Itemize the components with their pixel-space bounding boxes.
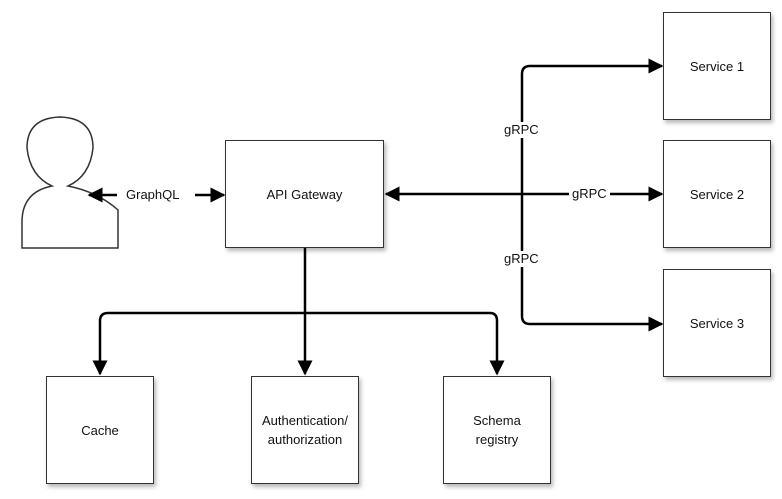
service-2-label: Service 2 <box>689 186 745 202</box>
service-3-label: Service 3 <box>689 315 745 331</box>
grpc-label-service1: gRPC <box>501 122 542 138</box>
api-gateway-box: API Gateway <box>225 140 384 248</box>
schema-registry-box: Schema registry <box>443 376 551 484</box>
graphql-label: GraphQL <box>123 187 183 203</box>
schema-label-line2: registry <box>475 432 519 447</box>
schema-label-line1: Schema <box>473 413 521 428</box>
service-3-box: Service 3 <box>663 269 771 377</box>
cache-connector <box>92 311 305 376</box>
service-2-box: Service 2 <box>663 140 771 248</box>
cache-label: Cache <box>81 422 119 438</box>
service1-connector <box>520 58 664 194</box>
service3-connector <box>520 194 664 332</box>
grpc-label-service3: gRPC <box>501 251 542 267</box>
auth-label-line2: authorization <box>267 432 343 447</box>
auth-box: Authentication/ authorization <box>251 376 359 484</box>
grpc-label-service2: gRPC <box>569 186 610 202</box>
auth-label-line1: Authentication/ <box>261 413 348 428</box>
api-gateway-label: API Gateway <box>266 186 343 202</box>
service-1-label: Service 1 <box>689 58 745 74</box>
service-1-box: Service 1 <box>663 12 771 120</box>
user-icon <box>21 116 119 249</box>
schema-connector <box>305 311 505 376</box>
cache-box: Cache <box>46 376 154 484</box>
